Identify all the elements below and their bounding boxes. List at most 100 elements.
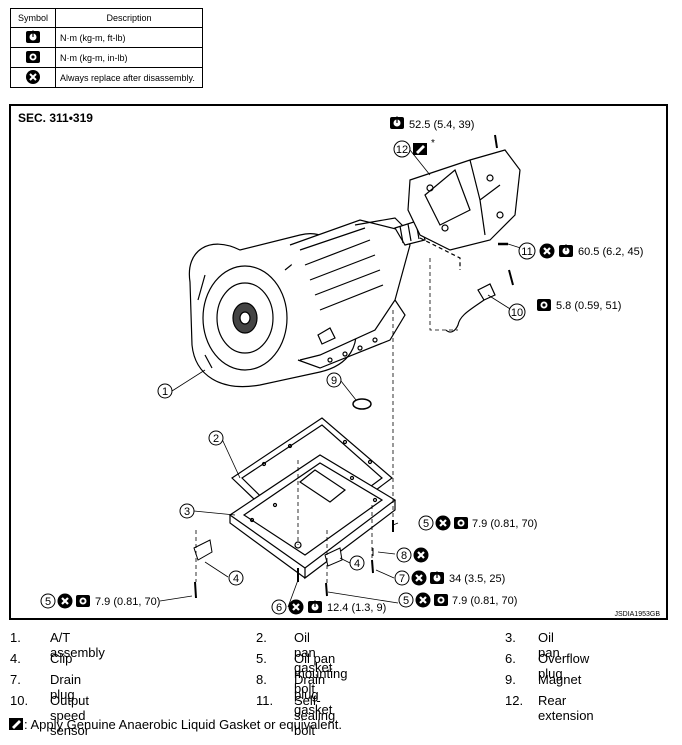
guide-lines <box>195 258 458 583</box>
liquid-gasket-icon <box>9 718 23 730</box>
speed-sensor-drawing <box>445 242 514 333</box>
svg-text:2: 2 <box>213 433 219 445</box>
svg-text:7: 7 <box>399 573 405 585</box>
footnote-text: : Apply Genuine Anaerobic Liquid Gasket … <box>24 717 342 732</box>
svg-text:8: 8 <box>401 550 407 562</box>
svg-text:12: 12 <box>396 144 408 156</box>
legend-number: 1. <box>10 630 21 645</box>
replace-x-icon <box>415 592 431 608</box>
torque-spec: 5.8 (0.59, 51) <box>556 300 621 312</box>
callout-7: 7 <box>394 570 410 586</box>
callout-4: 4 <box>228 570 244 586</box>
legend-number: 9. <box>505 672 516 687</box>
legend-number: 6. <box>505 651 516 666</box>
replace-x-icon <box>288 599 304 615</box>
legend-label: Self-sealing bolt <box>294 693 336 738</box>
asterisk-mark: * <box>431 138 435 149</box>
torque-wrench-small-icon <box>76 595 90 607</box>
legend-label: Drain plug <box>50 672 82 702</box>
legend-label: Overflow plug <box>538 651 590 681</box>
torque-spec: 34 (3.5, 25) <box>449 573 505 585</box>
magnet-drawing <box>352 398 372 410</box>
torque-wrench-icon <box>26 29 40 43</box>
legend-label: Oil pan <box>538 630 560 660</box>
legend-label: Clip <box>50 651 73 666</box>
torque-wrench-small-icon <box>454 517 468 529</box>
callout-5: 5 <box>398 592 414 608</box>
callout-5: 5 <box>418 515 434 531</box>
legend-label: Drain plug gasket <box>294 672 333 717</box>
legend-number: 12. <box>505 693 524 708</box>
torque-spec: 7.9 (0.81, 70) <box>95 596 160 608</box>
callout-1: 1 <box>157 383 173 399</box>
callout-9: 9 <box>326 372 342 388</box>
callout-11: 11 <box>518 242 536 260</box>
liquid-gasket-icon <box>413 143 427 155</box>
legend-label: Output speed sensor <box>50 693 90 738</box>
torque-wrench-icon <box>558 244 574 258</box>
legend-number: 2. <box>256 630 267 645</box>
legend-label: Magnet <box>538 672 582 687</box>
svg-text:9: 9 <box>331 375 337 387</box>
svg-text:5: 5 <box>45 596 51 608</box>
torque-wrench-icon <box>307 600 323 614</box>
legend-number: 11. <box>256 693 274 708</box>
torque-wrench-icon <box>429 571 445 585</box>
clip-drawing <box>193 539 213 561</box>
callout-8: 8 <box>396 547 412 563</box>
legend-number: 4. <box>10 651 21 666</box>
replace-x-icon <box>57 593 73 609</box>
replace-x-icon <box>413 547 429 563</box>
callout-12: 12 <box>393 140 411 158</box>
legend-number: 8. <box>256 672 267 687</box>
svg-text:6: 6 <box>276 602 282 614</box>
svg-text:5: 5 <box>403 595 409 607</box>
callout-6: 6 <box>271 599 287 615</box>
legend-number: 5. <box>256 651 267 666</box>
legend-label: Rear extension <box>538 693 594 723</box>
legend-number: 10. <box>10 693 29 708</box>
image-code: JSDIA1953GB <box>614 611 660 618</box>
torque-spec: 60.5 (6.2, 45) <box>578 246 643 258</box>
torque-spec: 7.9 (0.81, 70) <box>452 595 517 607</box>
callout-3: 3 <box>179 503 195 519</box>
diagram-frame <box>9 104 668 620</box>
torque-wrench-small-icon <box>537 299 551 311</box>
legend-label: Oil pan mounting bolt <box>294 651 348 696</box>
exploded-diagram: SEC. 311•319 <box>18 111 660 618</box>
legend-number: 7. <box>10 672 21 687</box>
svg-text:3: 3 <box>184 506 190 518</box>
symbol-table: Symbol Description N·m (kg-m, ft-lb) N·m… <box>10 8 203 88</box>
section-title: SEC. 311•319 <box>18 111 93 125</box>
rear-extension-drawing <box>407 134 521 270</box>
replace-x-icon <box>26 69 40 84</box>
oil-pan-drawing <box>228 454 397 580</box>
symbol-description: Always replace after disassembly. <box>55 67 203 88</box>
replace-x-icon <box>539 243 555 259</box>
replace-x-icon <box>411 570 427 586</box>
callout-2: 2 <box>208 430 224 446</box>
svg-text:11: 11 <box>521 246 532 258</box>
torque-wrench-small-icon <box>434 594 448 606</box>
svg-text:4: 4 <box>354 558 360 570</box>
svg-text:4: 4 <box>233 573 239 585</box>
torque-wrench-small-icon <box>26 50 40 63</box>
callout-4: 4 <box>349 555 365 571</box>
torque-wrench-icon <box>389 116 405 130</box>
clip-drawing <box>324 547 343 567</box>
legend-label: A/T assembly <box>50 630 105 660</box>
legend-number: 3. <box>505 630 516 645</box>
callout-5: 5 <box>40 593 56 609</box>
replace-x-icon <box>435 515 451 531</box>
svg-text:1: 1 <box>162 386 168 398</box>
torque-spec: 52.5 (5.4, 39) <box>409 119 474 131</box>
at-assembly-drawing <box>188 217 426 388</box>
torque-spec: 12.4 (1.3, 9) <box>327 602 386 614</box>
footnote: : Apply Genuine Anaerobic Liquid Gasket … <box>8 717 342 732</box>
svg-text:5: 5 <box>423 518 429 530</box>
torque-spec: 7.9 (0.81, 70) <box>472 518 537 530</box>
callout-10: 10 <box>508 303 526 321</box>
legend-label: Oil pan gasket <box>294 630 333 675</box>
svg-text:10: 10 <box>511 307 523 319</box>
bolt-drawings <box>194 520 394 599</box>
